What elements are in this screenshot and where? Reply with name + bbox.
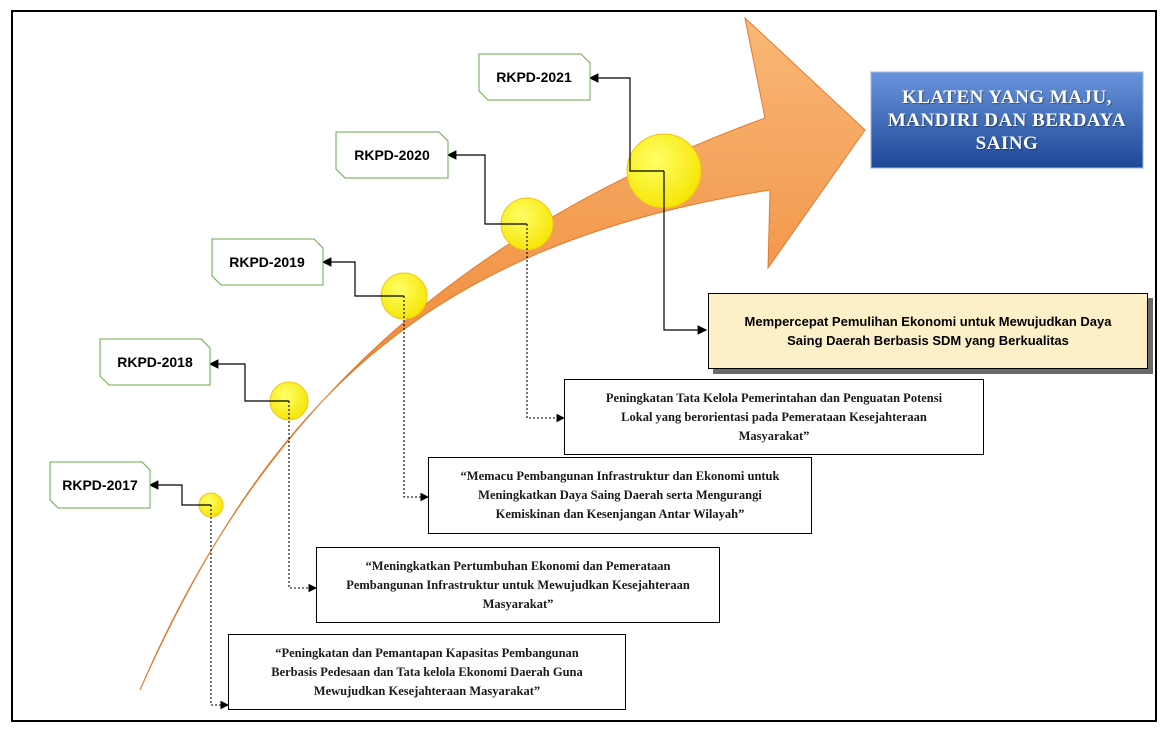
- goal-line-2: MANDIRI DAN BERDAYA: [887, 109, 1127, 131]
- theme-box-2017: “Peningkatan dan Pemantapan Kapasitas Pe…: [228, 634, 626, 710]
- rkpd-label-2021: RKPD-2021: [496, 69, 572, 85]
- theme-line: Saing Daerah Berbasis SDM yang Berkualit…: [787, 333, 1069, 348]
- goal-line-1: KLATEN YANG MAJU,: [902, 86, 1112, 108]
- tag-connector-2017: [148, 480, 211, 506]
- theme-line: Kemiskinan dan Kesenjangan Antar Wilayah…: [495, 507, 745, 521]
- theme-connector-2021: [663, 171, 708, 335]
- theme-line: Meningkatkan Daya Saing Daerah serta Men…: [478, 488, 762, 502]
- theme-line: “Meningkatkan Pertumbuhan Ekonomi dan Pe…: [365, 558, 671, 573]
- rkpd-label-2019: RKPD-2019: [229, 254, 305, 270]
- theme-connector-2019: [403, 296, 430, 502]
- goal-box: [870, 71, 1144, 169]
- rkpd-tag-2020: RKPD-2020: [335, 131, 449, 179]
- goal-title: KLATEN YANG MAJU, MANDIRI DAN BERDAYA SA…: [871, 72, 1143, 168]
- tag-connector-2019: [321, 257, 404, 297]
- tag-connector-2020: [446, 150, 527, 225]
- theme-box-2019: “Memacu Pembangunan Infrastruktur dan Ek…: [428, 457, 812, 534]
- tag-connector-2021: [588, 73, 664, 172]
- theme-line: Berbasis Pedesaan dan Tata kelola Ekonom…: [271, 664, 583, 679]
- rkpd-tag-2018: RKPD-2018: [99, 338, 211, 386]
- theme-connector-2018: [288, 401, 318, 593]
- theme-line: Lokal yang berorientasi pada Pemerataan …: [621, 409, 927, 424]
- theme-line: Peningkatan Tata Kelola Pemerintahan dan…: [605, 390, 943, 405]
- theme-line: “Memacu Pembangunan Infrastruktur dan Ek…: [460, 469, 780, 483]
- theme-box-2018: “Meningkatkan Pertumbuhan Ekonomi dan Pe…: [316, 547, 720, 623]
- theme-box-2020: Peningkatan Tata Kelola Pemerintahan dan…: [564, 379, 984, 455]
- goal-line-3: SAING: [975, 132, 1039, 154]
- theme-line: Masyarakat”: [482, 596, 554, 611]
- rkpd-label-2020: RKPD-2020: [354, 147, 430, 163]
- theme-line: Pembangunan Infrastruktur untuk Mewujudk…: [346, 577, 690, 592]
- rkpd-tag-2021: RKPD-2021: [478, 53, 591, 101]
- theme-line: “Peningkatan dan Pemantapan Kapasitas Pe…: [275, 645, 579, 660]
- tag-connector-2018: [208, 359, 289, 402]
- rkpd-label-2017: RKPD-2017: [62, 477, 138, 493]
- theme-box-2021: Mempercepat Pemulihan Ekonomi untuk Mewu…: [708, 293, 1148, 369]
- theme-line: Mempercepat Pemulihan Ekonomi untuk Mewu…: [744, 314, 1112, 329]
- theme-connector-2020: [526, 224, 566, 423]
- theme-connector-2017: [210, 505, 230, 710]
- theme-line: Mewujudkan Kesejahteraan Masyarakat”: [313, 683, 541, 698]
- rkpd-tag-2017: RKPD-2017: [49, 461, 151, 509]
- theme-line: Masyarakat”: [738, 428, 810, 443]
- rkpd-tag-2019: RKPD-2019: [211, 238, 324, 286]
- rkpd-label-2018: RKPD-2018: [117, 354, 193, 370]
